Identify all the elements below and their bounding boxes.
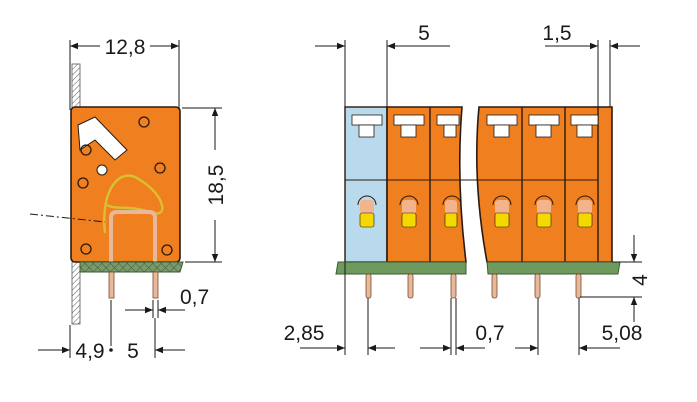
side-offset-label: 4,9 (75, 340, 104, 363)
front-pin-length-label: 4 (629, 274, 652, 286)
front-pins (365, 273, 582, 299)
side-height-label: 18,5 (205, 165, 228, 206)
front-view: 5 1,5 4 2,85 0,7 5,08 (284, 22, 652, 355)
housing-holes (77, 116, 173, 256)
side-width-label: 12,8 (105, 36, 146, 59)
side-pin-2 (152, 271, 159, 299)
front-first-pin-offset-label: 2,85 (284, 322, 325, 345)
side-base (79, 261, 184, 273)
side-view: 12,8 18,5 0,7 4,9 5 (29, 36, 228, 363)
clamp-spring (103, 174, 164, 234)
centerline (29, 213, 106, 223)
front-base-left (335, 261, 467, 275)
release-lever (77, 116, 128, 161)
dim-dot (109, 348, 113, 352)
front-base-right (486, 261, 621, 275)
pivot-icon (96, 164, 108, 176)
front-pitch-label: 5 (418, 22, 430, 45)
mounting-wall (71, 63, 81, 111)
side-pitch-label: 5 (127, 340, 139, 363)
front-pin-pitch-label: 5,08 (602, 322, 643, 345)
busbar (109, 210, 157, 262)
module-details (351, 114, 599, 228)
side-pin-1 (108, 271, 115, 299)
front-pin-thickness-label: 0,7 (475, 322, 504, 345)
mounting-wall-lower (71, 261, 81, 325)
front-end-plate-label: 1,5 (542, 22, 571, 45)
side-pin-thickness-label: 0,7 (180, 286, 209, 309)
